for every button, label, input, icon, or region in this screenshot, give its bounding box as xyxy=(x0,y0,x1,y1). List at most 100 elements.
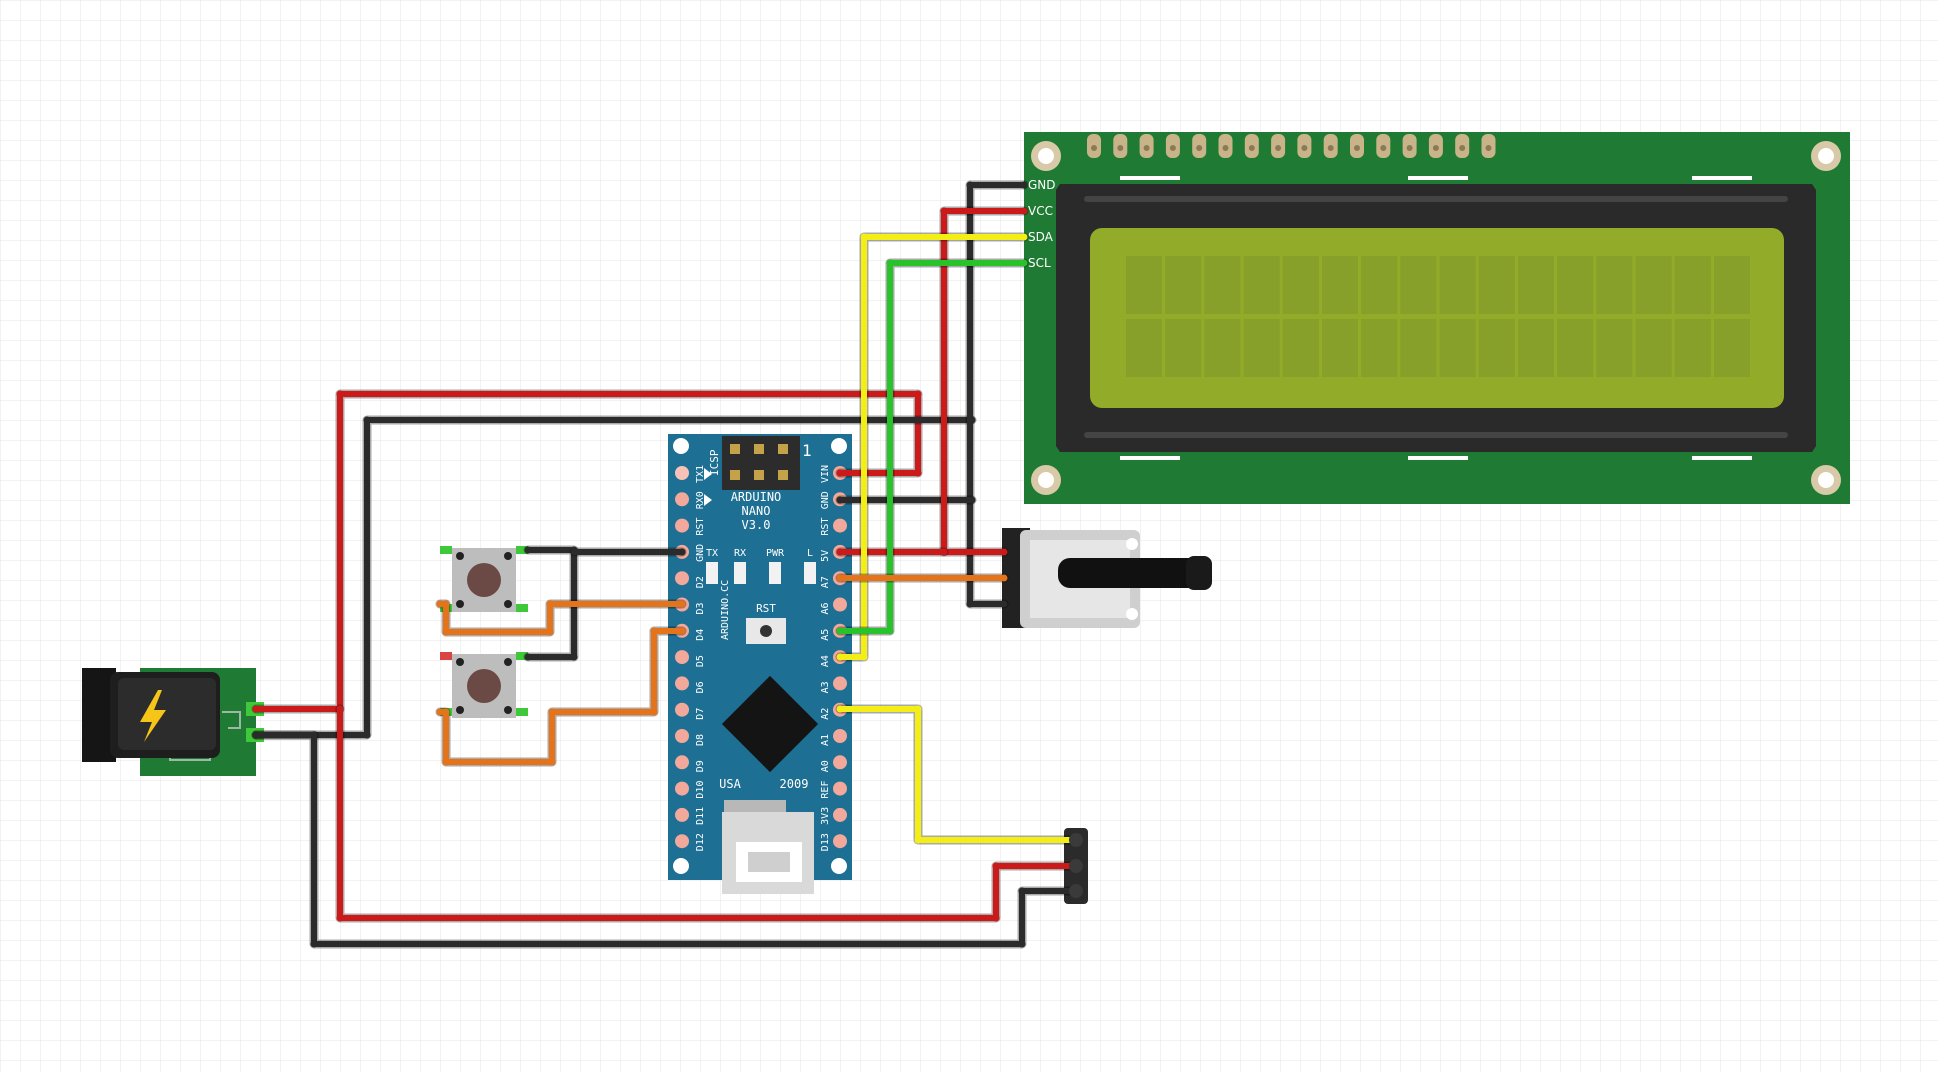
nano-pin-right[interactable] xyxy=(833,729,847,743)
lcd-header-pin-hole xyxy=(1485,145,1492,151)
nano-pin-left-label: TX1 xyxy=(695,465,706,483)
wire-bend-point xyxy=(678,600,686,608)
usb-port[interactable] xyxy=(722,800,814,894)
lcd-header-pin-hole xyxy=(1406,145,1413,151)
wire-bend-point xyxy=(570,653,578,661)
lcd-character-cell xyxy=(1518,319,1554,377)
nano-pin-left-label: D5 xyxy=(695,655,706,667)
wire-bend-point xyxy=(968,416,976,424)
lcd-character-cell xyxy=(1165,319,1202,377)
led-rx-label: RX xyxy=(734,548,746,559)
nano-pin-right[interactable] xyxy=(833,597,847,612)
nano-pin-right-label: VIN xyxy=(820,465,831,483)
wire-bend-point xyxy=(570,548,578,556)
nano-pin-left-label: D12 xyxy=(695,833,706,851)
wire-header-signal[interactable] xyxy=(837,706,1079,843)
wire-bend-point xyxy=(442,708,450,716)
arduino-name-line3: V3.0 xyxy=(742,518,771,532)
potentiometer[interactable] xyxy=(1002,528,1212,628)
nano-pin-left[interactable] xyxy=(675,492,689,507)
nano-pin-right-label: 5V xyxy=(820,550,831,562)
wire-bend-point xyxy=(886,259,894,267)
wire-bend-point xyxy=(548,758,556,766)
lcd-character-cell xyxy=(1596,256,1633,314)
wire-bend-point xyxy=(914,390,922,398)
wire-lcd-scl[interactable] xyxy=(837,260,1027,634)
header-pin xyxy=(1069,833,1083,847)
nano-pin-right[interactable] xyxy=(833,518,847,533)
lcd-module[interactable]: GND VCC SDA SCL xyxy=(1004,132,1850,504)
nano-pin-right[interactable] xyxy=(833,781,847,796)
dc-power-jack[interactable] xyxy=(82,668,264,776)
nano-pin-left[interactable] xyxy=(675,650,689,665)
wire-bend-point xyxy=(836,627,844,635)
wire-bend-point xyxy=(992,914,1000,922)
lcd-header-pin-hole xyxy=(1143,145,1150,151)
wire-bend-point xyxy=(650,627,658,635)
led-pwr-label: PWR xyxy=(766,548,785,559)
lcd-character-cell xyxy=(1165,256,1202,314)
wire-lcd-vcc[interactable] xyxy=(941,208,1027,555)
wire-lcd-sda[interactable] xyxy=(837,234,1027,660)
nano-pin-left[interactable] xyxy=(675,518,689,533)
nano-pin-left[interactable] xyxy=(675,781,689,796)
wire-lcd-gnd[interactable] xyxy=(967,182,1027,607)
lcd-character-cell xyxy=(1322,256,1358,314)
nano-pin-left-label: D11 xyxy=(695,807,706,825)
nano-pin-left[interactable] xyxy=(675,571,689,586)
wire-button2-d4[interactable] xyxy=(437,628,685,765)
nano-pin-left[interactable] xyxy=(675,755,689,770)
nano-pin-left-label: D4 xyxy=(695,629,706,641)
lcd-character-cell xyxy=(1518,256,1554,314)
wire-bend-point xyxy=(524,653,532,661)
header-pin xyxy=(1069,859,1083,873)
wire-bend-point xyxy=(1018,940,1026,948)
nano-pin-right[interactable] xyxy=(833,755,847,770)
nano-pin-left[interactable] xyxy=(675,729,689,743)
nano-pin-right[interactable] xyxy=(833,834,847,849)
wire-bend-point xyxy=(310,940,318,948)
lcd-character-cell xyxy=(1243,319,1280,377)
push-button-1[interactable] xyxy=(440,546,528,612)
wire-vin[interactable] xyxy=(253,391,921,712)
icsp-header xyxy=(722,436,800,490)
nano-pin-left-label: RST xyxy=(695,518,706,536)
nano-pin-left[interactable] xyxy=(675,702,689,717)
wire-bend-point xyxy=(1000,548,1008,556)
wire-bend-point xyxy=(836,653,844,661)
push-button-2[interactable] xyxy=(440,652,528,718)
lcd-header-pin-hole xyxy=(1169,145,1176,151)
nano-pin-left[interactable] xyxy=(675,466,689,480)
wires xyxy=(251,180,1081,949)
lightning-bolt-icon xyxy=(140,690,166,742)
nano-pin-right-label: A7 xyxy=(820,576,831,588)
lcd-character-cell xyxy=(1243,256,1280,314)
wire-bend-point xyxy=(442,600,450,608)
nano-pin-right[interactable] xyxy=(833,807,847,822)
wire-bend-point xyxy=(836,548,844,556)
nano-pin-left-label: D2 xyxy=(695,576,706,588)
nano-pin-left[interactable] xyxy=(675,834,689,849)
wire-bend-point xyxy=(966,600,974,608)
nano-pin-left[interactable] xyxy=(675,807,689,822)
header-pin xyxy=(1069,884,1083,898)
wire-junction-dots xyxy=(252,181,1083,948)
wire-header-gnd[interactable] xyxy=(253,732,1079,947)
lcd-pin-vcc-label: VCC xyxy=(1028,204,1053,218)
arduino-cc-label: ARDUINO.CC xyxy=(720,580,731,640)
wire-bend-point xyxy=(914,836,922,844)
nano-pin-right-label: D13 xyxy=(820,833,831,851)
lcd-header-pin-hole xyxy=(1117,145,1124,151)
microcontroller-chip xyxy=(721,675,819,773)
nano-pin-left-label: RX0 xyxy=(695,491,706,509)
nano-pin-right[interactable] xyxy=(833,676,847,691)
lcd-character-cell xyxy=(1126,256,1162,314)
nano-pin-right-label: A4 xyxy=(820,655,831,667)
arduino-nano[interactable]: ICSP 1 ARDUINO NANO V3.0 TX RX PWR L ARD… xyxy=(668,434,852,894)
reset-button[interactable] xyxy=(746,618,786,644)
wire-bend-point xyxy=(940,207,948,215)
lcd-character-cell xyxy=(1126,319,1162,377)
nano-pin-right-label: RST xyxy=(820,518,831,536)
nano-pin-left[interactable] xyxy=(675,676,689,691)
